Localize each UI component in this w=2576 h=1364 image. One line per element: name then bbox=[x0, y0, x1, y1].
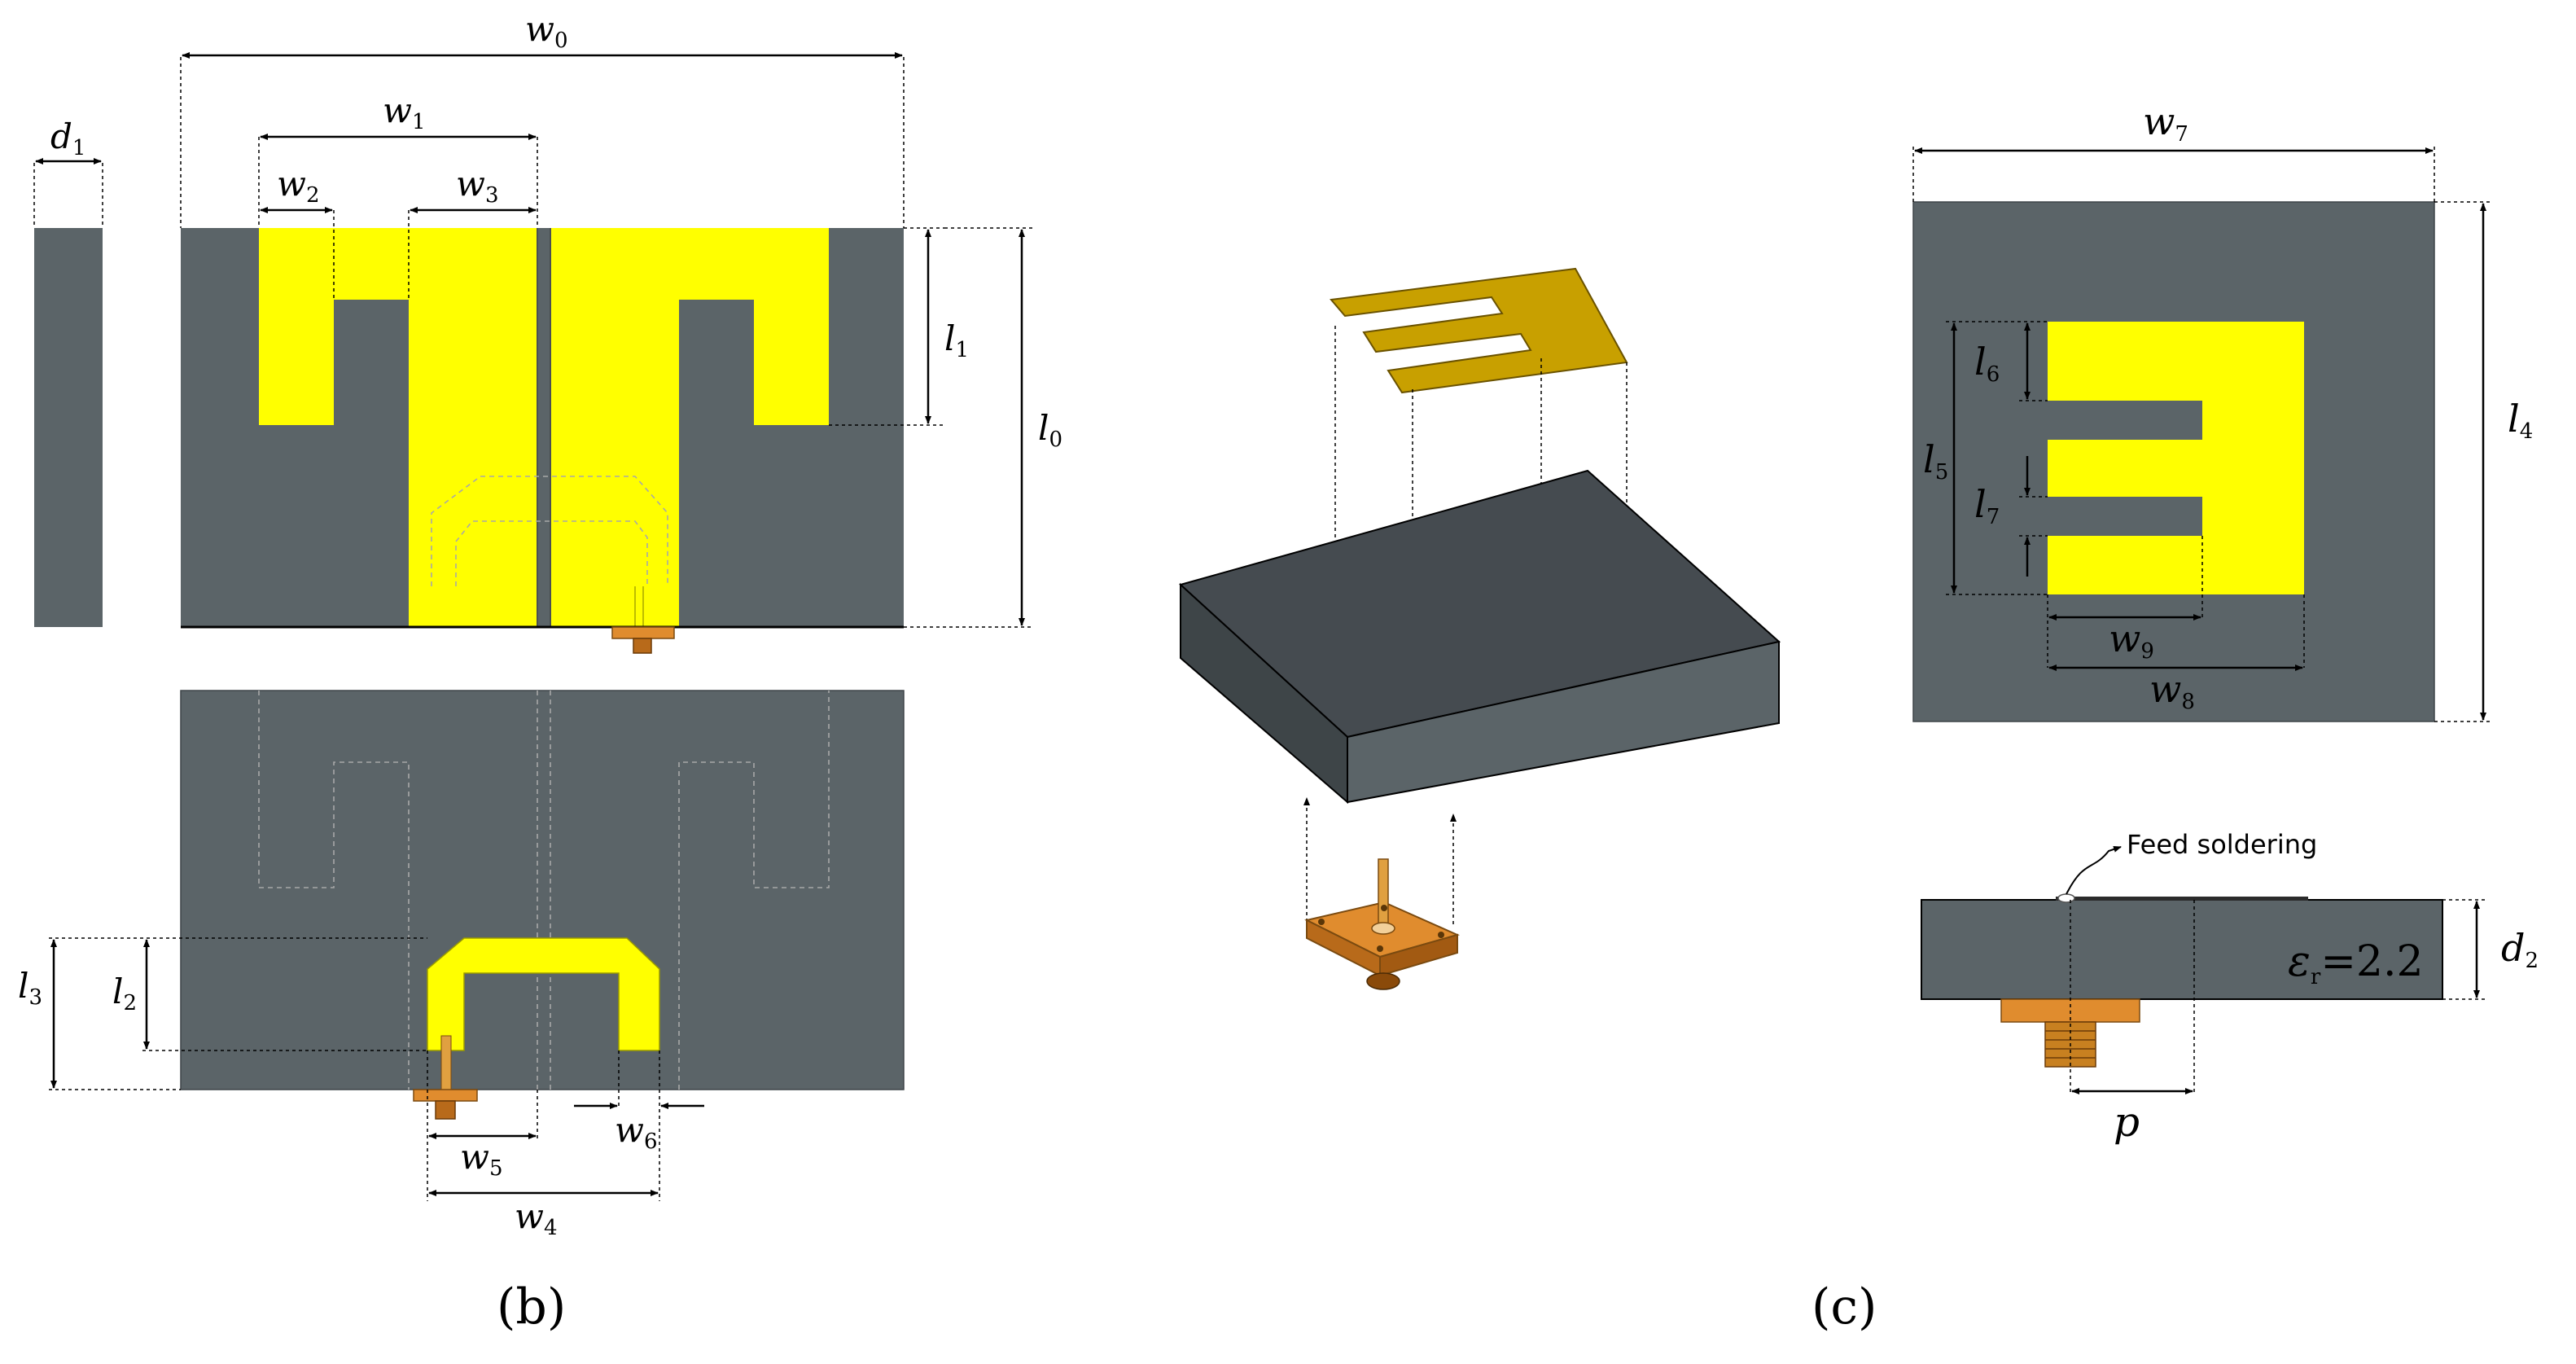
svg-text:w3: w3 bbox=[456, 164, 499, 208]
svg-text:w6: w6 bbox=[615, 1110, 658, 1154]
label-p: p bbox=[2114, 1099, 2140, 1146]
svg-text:w8: w8 bbox=[2149, 667, 2195, 714]
front-hidden-feed bbox=[431, 476, 668, 586]
side-view-substrate-c bbox=[1921, 899, 2443, 1000]
exploded-connector-pin bbox=[1378, 858, 1389, 933]
svg-text:l3: l3 bbox=[18, 966, 42, 1010]
svg-text:l5: l5 bbox=[1923, 437, 1948, 485]
front-radiator-right bbox=[550, 228, 829, 627]
svg-text:w5: w5 bbox=[460, 1137, 503, 1181]
side-view-patch-layer bbox=[2056, 897, 2308, 901]
feed-soldering-label: Feed soldering bbox=[2127, 829, 2317, 860]
panel-c-views: w7 l4 l5 l6 l7 w9 w8 bbox=[1812, 99, 2539, 1335]
svg-text:l2: l2 bbox=[112, 971, 137, 1015]
side-view-substrate bbox=[34, 228, 103, 627]
svg-text:w2: w2 bbox=[277, 164, 320, 208]
svg-text:l6: l6 bbox=[1974, 340, 2000, 387]
svg-text:w1: w1 bbox=[383, 90, 426, 134]
back-connector-flange bbox=[413, 1089, 478, 1102]
back-hidden-radiator bbox=[258, 691, 830, 1090]
svg-text:l7: l7 bbox=[1974, 482, 2000, 529]
svg-text:d2: d2 bbox=[2501, 926, 2539, 973]
top-view-patch bbox=[2048, 322, 2304, 594]
svg-text:l1: l1 bbox=[944, 318, 969, 362]
back-connector-pin bbox=[435, 1100, 456, 1120]
permittivity-label: εr=2.2 bbox=[2288, 937, 2424, 989]
svg-text:w4: w4 bbox=[515, 1196, 558, 1240]
back-substrate bbox=[180, 690, 905, 1090]
exploded-patch bbox=[1330, 267, 1628, 394]
front-connector-flange bbox=[611, 626, 675, 639]
svg-text:w9: w9 bbox=[2109, 616, 2154, 664]
svg-text:l4: l4 bbox=[2508, 397, 2533, 444]
back-feed-pin bbox=[440, 1035, 452, 1092]
feed-soldering-leader bbox=[2066, 846, 2122, 895]
panel-b: d1 w0 w1 w2 w3 l1 bbox=[18, 9, 1062, 1335]
svg-text:w0: w0 bbox=[525, 9, 568, 53]
svg-text:w7: w7 bbox=[2143, 99, 2188, 147]
front-connector-pin bbox=[633, 638, 652, 654]
svg-text:d1: d1 bbox=[50, 116, 85, 160]
exploded-substrate-side bbox=[1180, 582, 1348, 805]
caption-b: (b) bbox=[497, 1278, 566, 1335]
svg-text:l0: l0 bbox=[1038, 408, 1062, 452]
caption-c: (c) bbox=[1812, 1278, 1877, 1335]
panel-c-exploded-view bbox=[1178, 267, 1781, 990]
